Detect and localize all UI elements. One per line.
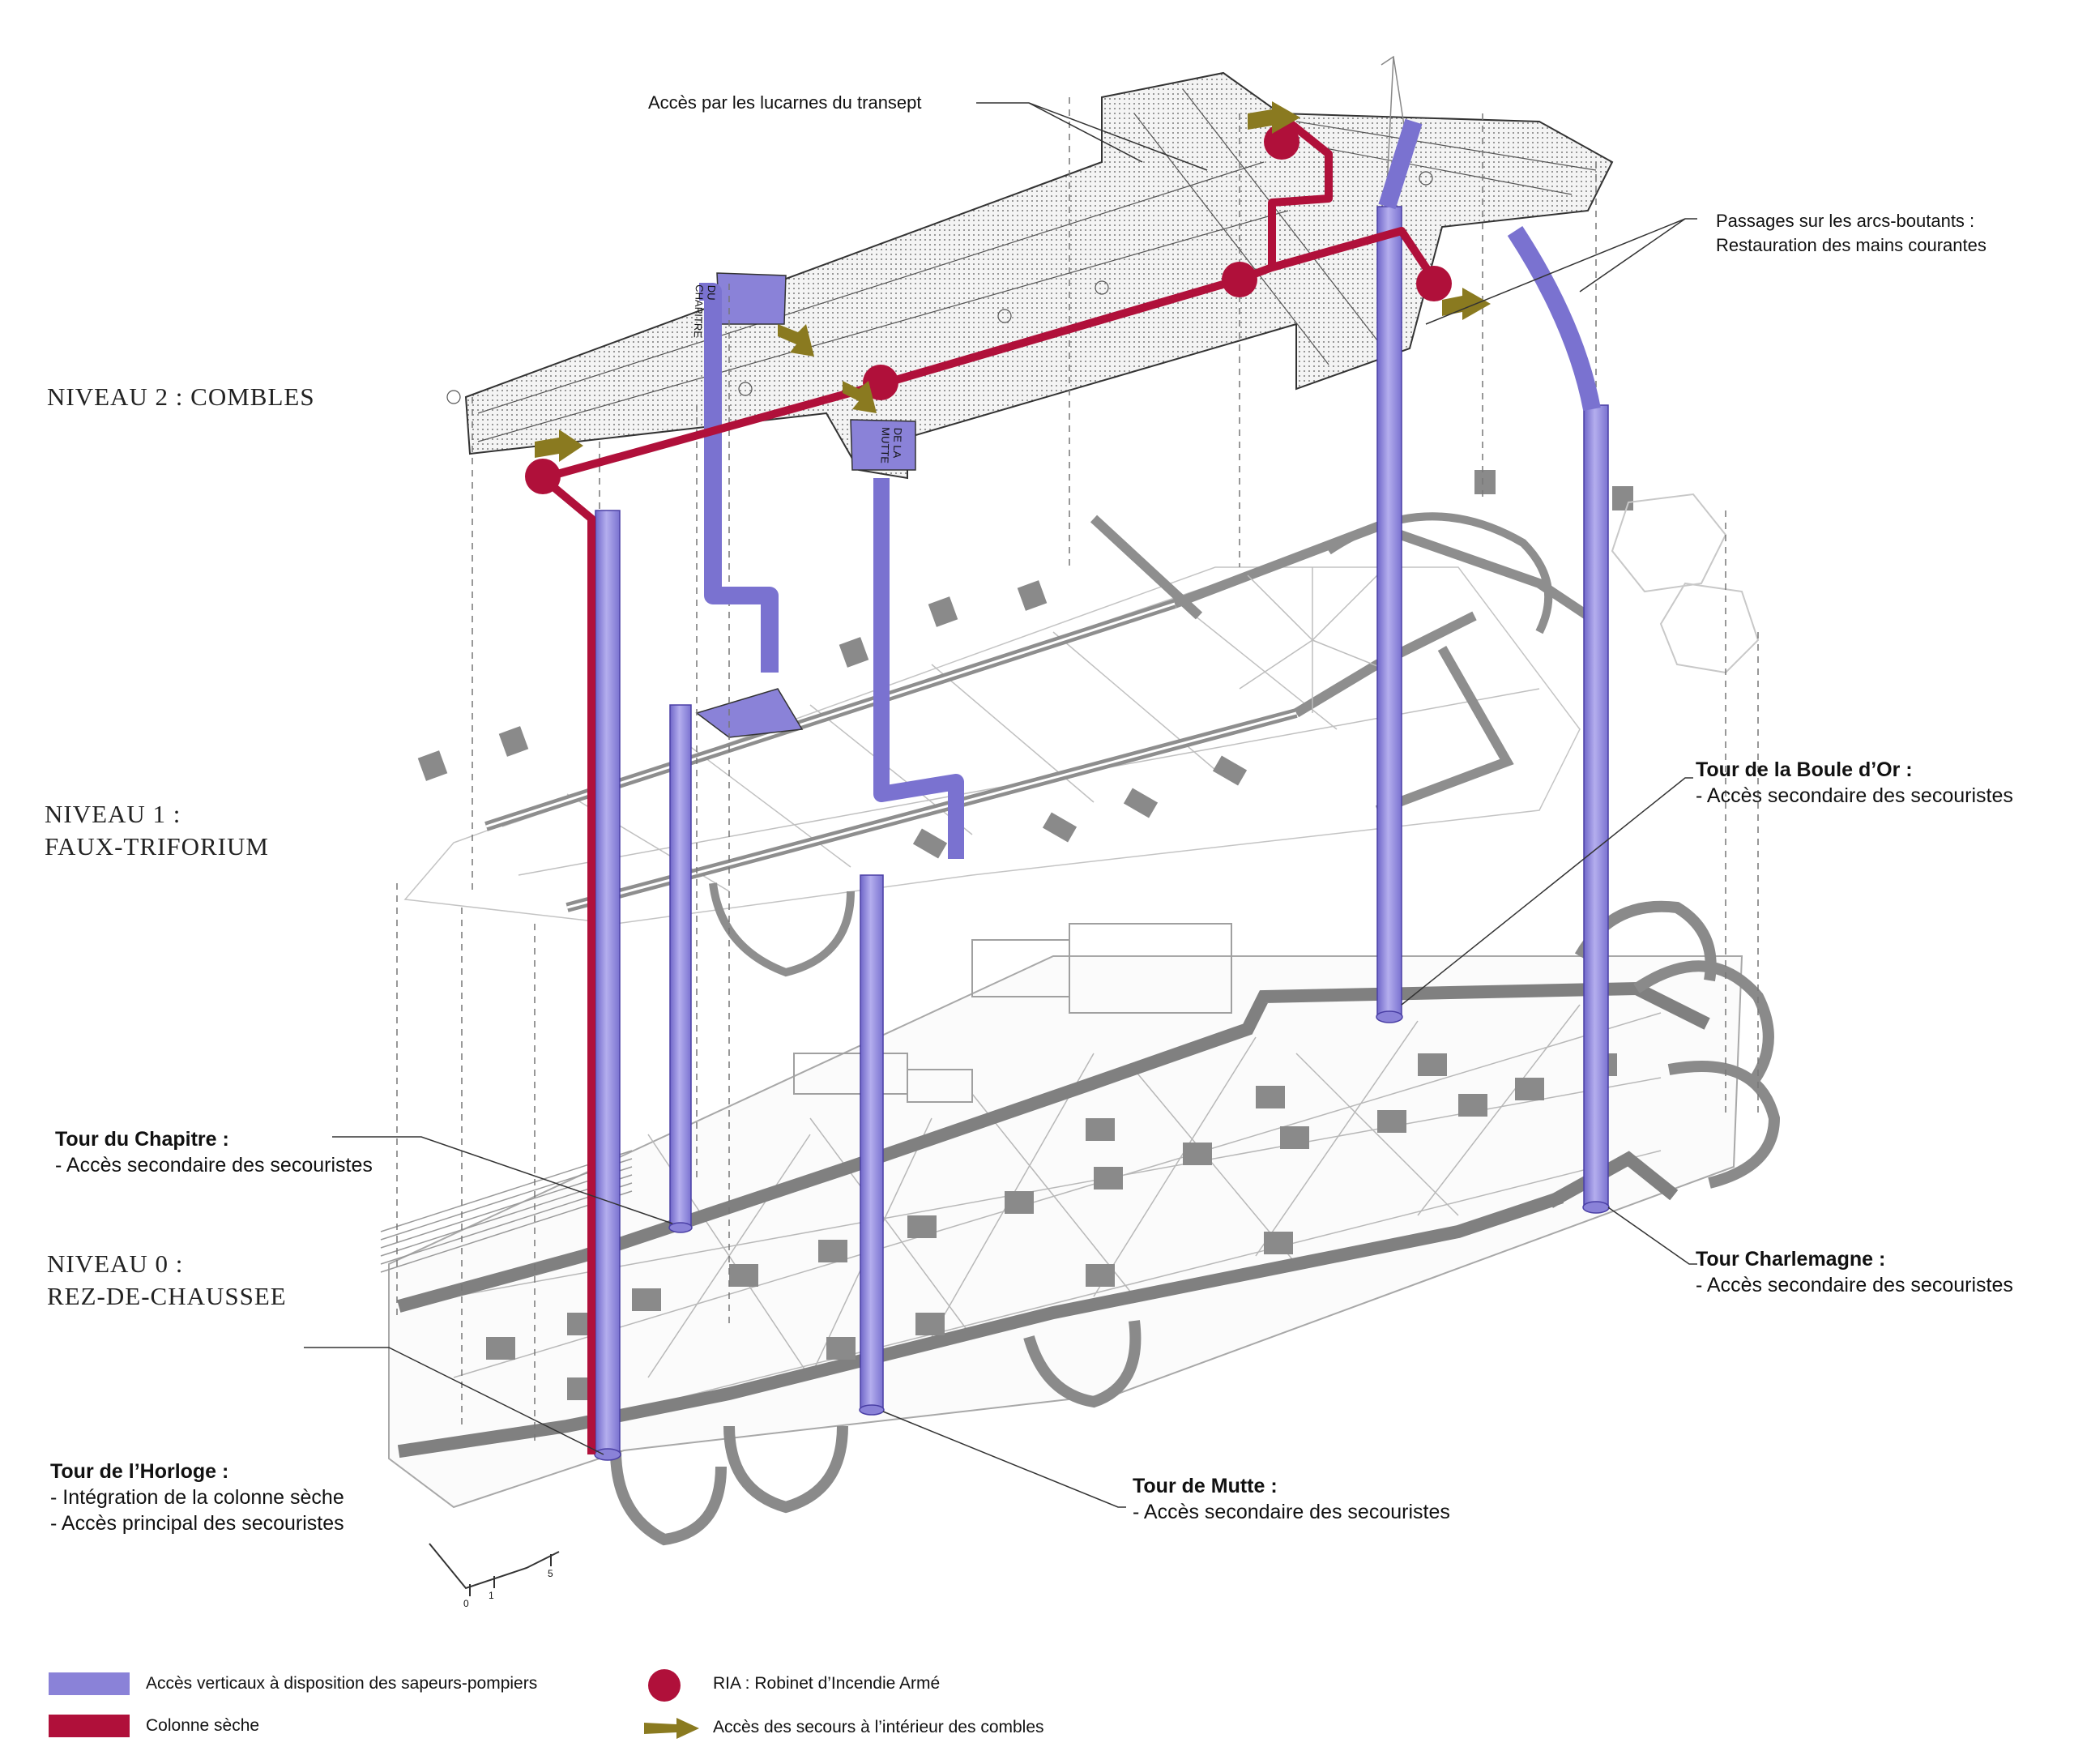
ground-floor-plan [380,900,1781,1546]
arrow-icon [644,1718,699,1739]
tower-boule-dor-label: Tour de la Boule d’Or : - Accès secondai… [1696,758,2013,807]
mutte-roof-label: DE LA MUTTE [878,426,904,464]
tower-horloge-label: Tour de l’Horloge : - Intégration de la … [50,1460,344,1535]
scale-bar-label-1: 1 [489,1590,494,1601]
tower-chapitre-label: Tour du Chapitre : - Accès secondaire de… [55,1128,373,1177]
triforium-plan [403,470,1760,977]
legend-dry-column: Colonne sèche [146,1716,260,1735]
level-2-label: NIVEAU 2 : COMBLES [47,382,315,411]
tower-charlemagne-label: Tour Charlemagne : - Accès secondaire de… [1696,1248,2013,1296]
level-0-label: NIVEAU 0 : REZ-DE-CHAUSSEE [47,1249,287,1310]
legend-ria: RIA : Robinet d’Incendie Armé [713,1674,941,1693]
chapitre-roof-label: DU CHAPITRE [691,284,718,339]
legend-vertical-access: Accès verticaux à disposition des sapeur… [146,1674,538,1693]
tower-mutte-label: Tour de Mutte : - Accès secondaire des s… [1133,1475,1450,1523]
purple-bar-icon [49,1672,130,1695]
legend-rescue-access: Accès des secours à l’intérieur des comb… [713,1718,1044,1736]
lucarnes-annotation: Accès par les lucarnes du transept [648,92,922,113]
red-bar-icon [49,1715,130,1737]
passages-annotation: Passages sur les arcs-boutants : Restaur… [1716,211,1987,255]
red-dot-icon [648,1669,681,1702]
scale-bar [429,1543,560,1596]
level-1-label: NIVEAU 1 : FAUX-TRIFORIUM [45,800,269,861]
leader-lines [304,102,1697,1508]
scale-bar-label-5: 5 [548,1568,553,1579]
vertical-access-tubes [594,118,1610,1461]
ria-markers [525,124,1452,494]
scale-bar-label-0: 0 [463,1598,469,1609]
legend: Accès verticaux à disposition des sapeur… [49,1669,1102,1742]
